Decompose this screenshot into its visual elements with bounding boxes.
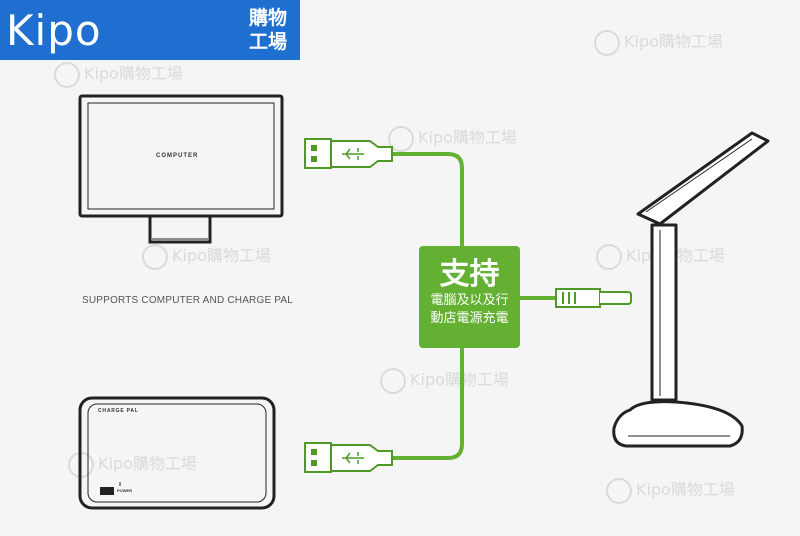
brand-tagline: 購物工場	[248, 7, 287, 53]
desk-lamp-illustration	[612, 131, 770, 448]
support-title: 支持	[439, 257, 500, 292]
monitor-illustration	[78, 94, 284, 244]
watermark: Kipo購物工場	[380, 366, 509, 394]
usb-plug-top	[304, 138, 393, 169]
brand-logo: Kipo	[6, 6, 102, 55]
diagram-caption: SUPPORTS COMPUTER AND CHARGE PAL	[82, 295, 294, 306]
support-box: 支持 電腦及以及行 動店電源充電	[419, 246, 520, 348]
watermark: Kipo購物工場	[606, 476, 735, 504]
cart-icon	[54, 61, 80, 88]
logo-bar: Kipo 購物工場	[0, 0, 300, 60]
charge-pal-label: CHARGE PAL	[98, 408, 139, 414]
cart-icon	[596, 243, 622, 270]
usb-plug-bottom	[304, 442, 393, 473]
cart-icon	[594, 29, 620, 56]
charge-pal-illustration	[78, 396, 276, 510]
dc-plug	[555, 288, 632, 308]
watermark: Kipo購物工場	[142, 242, 271, 270]
monitor-label: COMPUTER	[156, 153, 199, 159]
cart-icon	[606, 477, 632, 504]
support-line-1: 電腦及以及行	[430, 293, 509, 308]
cable-lines	[392, 152, 556, 460]
power-label: POWER	[117, 488, 133, 493]
support-line-2: 動店電源充電	[430, 311, 509, 326]
watermark: Kipo購物工場	[388, 124, 517, 152]
watermark: Kipo購物工場	[594, 28, 723, 56]
cart-icon	[142, 243, 168, 270]
cart-icon	[388, 125, 414, 152]
watermark: Kipo購物工場	[54, 60, 183, 88]
cart-icon	[380, 367, 406, 394]
